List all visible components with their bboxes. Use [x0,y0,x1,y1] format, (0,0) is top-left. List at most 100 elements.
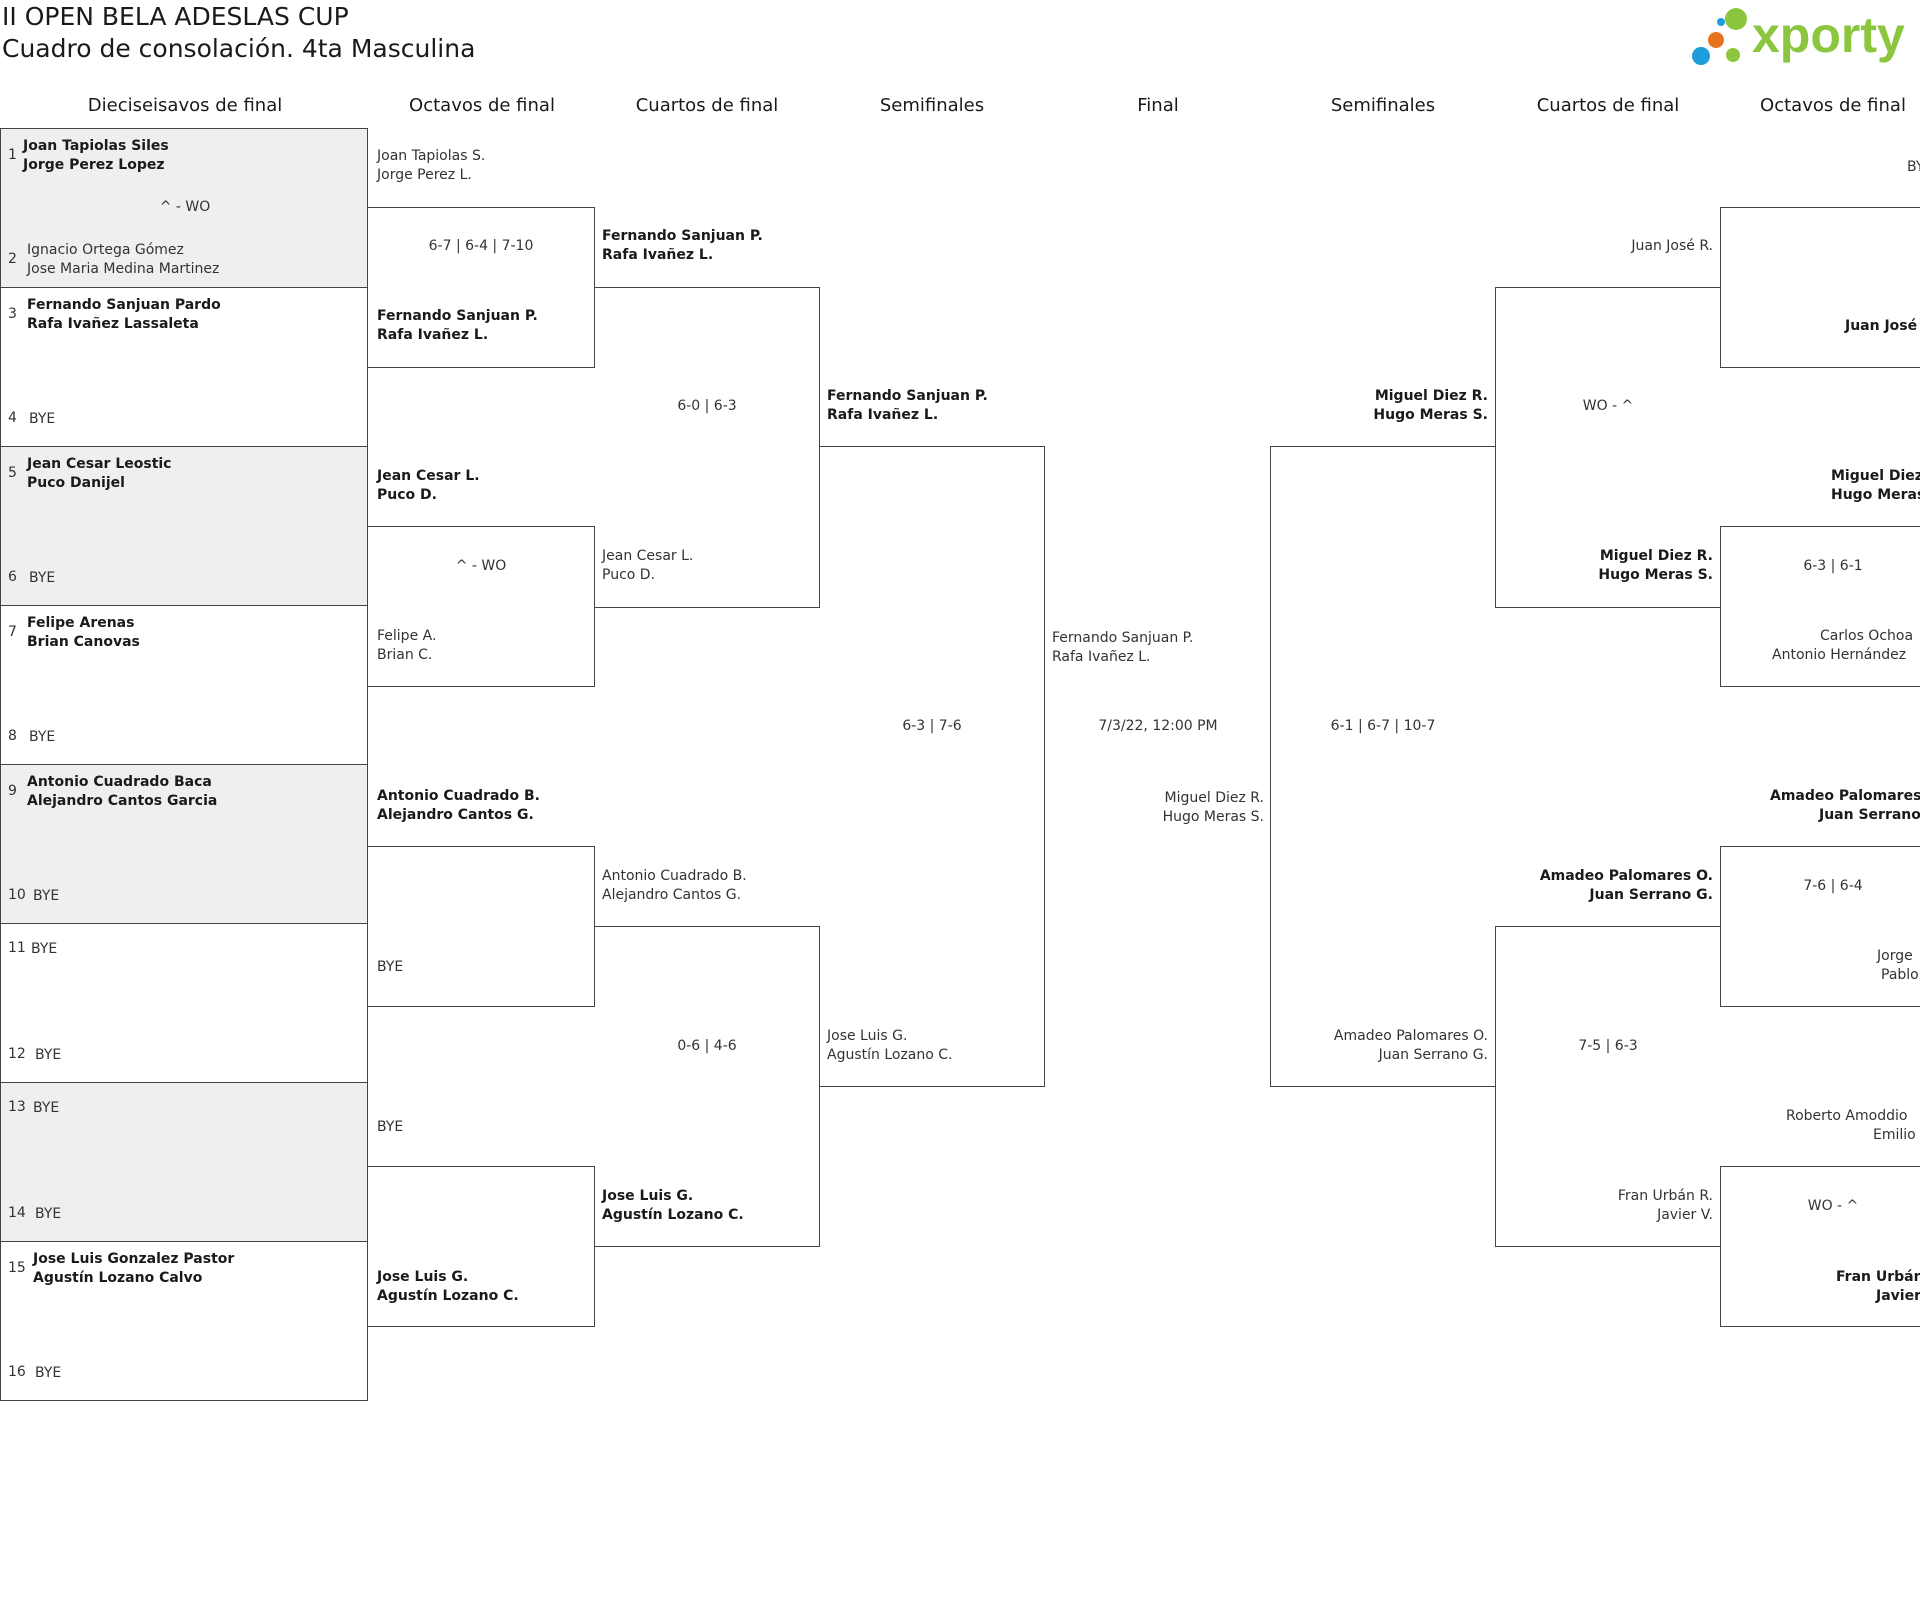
pair-name: Pablo [1881,967,1919,983]
seed-number: 14 [8,1205,26,1221]
pair-name: Jorge [1877,948,1913,964]
player-name: Agustín Lozano Calvo [33,1270,203,1286]
xporty-logo-graphic: xporty [1692,7,1905,65]
pair-name: Joan Tapiolas S. [377,148,486,164]
finalist-pair: Fernando Sanjuan P. [1052,630,1194,646]
player-name: Jean Cesar Leostic [27,456,172,472]
logo-dot-orange [1708,32,1724,48]
pair-name: BYE [1907,159,1920,175]
pair-name: Fran Urbán R. [1617,1188,1713,1204]
bracket-connector [1720,526,1920,687]
player-name: BYE [33,1100,60,1116]
draw-subtitle: Cuadro de consolación. 4ta Masculina [2,34,476,63]
seed-number: 15 [8,1260,26,1276]
bracket-connector [1720,846,1920,1007]
bracket-connector [368,526,595,687]
final-date: 7/3/22, 12:00 PM [1098,718,1218,734]
header-final: Final [1137,95,1179,116]
finalist-pair: Rafa Ivañez L. [1052,649,1151,665]
finalist-pair: Hugo Meras S. [1162,809,1264,825]
logo-text: xporty [1752,7,1905,63]
bracket-connector [1495,926,1721,1247]
logo-dot-green-small [1726,48,1740,62]
match-score: 7-5 | 6-3 [1578,1038,1638,1054]
match-score: 6-3 | 6-1 [1803,558,1863,574]
pair-name: Agustín Lozano C. [602,1207,744,1223]
seed-number: 4 [8,410,17,426]
player-name: Puco Danijel [27,475,125,491]
pair-name: Brian C. [377,647,433,663]
match-score: ^ - WO [455,558,507,574]
player-name: BYE [33,888,60,904]
player-name: Jorge Perez Lopez [23,157,165,173]
pair-name: Miguel Diez R. [1374,388,1488,404]
pair-name: Agustín Lozano C. [377,1288,519,1304]
pair-name: Antonio Cuadrado B. [602,868,747,884]
r32-match-8: 15 Jose Luis Gonzalez Pastor Agustín Loz… [0,1241,368,1401]
seed-number: 2 [8,251,17,267]
finalist-pair: Miguel Diez R. [1164,790,1264,806]
pair-name: Agustín Lozano C. [827,1047,953,1063]
player-name: BYE [29,729,56,745]
pair-name: Felipe A. [377,628,437,644]
pair-name: Rafa Ivañez L. [827,407,939,423]
pair-name: Miguel Diez R. [1599,548,1713,564]
pair-name: Fernando Sanjuan P. [602,228,763,244]
header-r32: Dieciseisavos de final [87,95,283,116]
r32-match-1: 1 Joan Tapiolas Siles Jorge Perez Lopez … [0,128,368,288]
pair-name: Alejandro Cantos G. [377,807,534,823]
pair-name: Emilio [1873,1127,1916,1143]
player-name: BYE [35,1365,62,1381]
header-r16-left: Octavos de final [409,95,555,116]
player-name: Antonio Cuadrado Baca [27,774,212,790]
pair-name: Juan José R. [1631,238,1713,254]
r32-match-2: 3 Fernando Sanjuan Pardo Rafa Ivañez Las… [0,287,368,447]
bracket-connector [368,846,595,1007]
seed-number: 12 [8,1046,26,1062]
pair-name: Juan José [1845,318,1918,334]
player-name: Joan Tapiolas Siles [23,138,169,154]
pair-name: Amadeo Palomares [1770,788,1920,804]
pair-name: Javier V. [1657,1207,1713,1223]
header-sf-left: Semifinales [879,95,985,116]
player-name: Alejandro Cantos Garcia [27,793,218,809]
pair-name: Jean Cesar L. [602,548,694,564]
pair-name: Jose Luis G. [377,1269,469,1285]
seed-number: 8 [8,728,17,744]
pair-name: Juan Serrano G. [1378,1047,1488,1063]
pair-name: Javier [1876,1288,1920,1304]
pair-name: Jean Cesar L. [377,468,480,484]
match-score: ^ - WO [159,199,211,215]
match-score: 6-3 | 7-6 [902,718,962,734]
pair-name: Rafa Ivañez L. [377,327,489,343]
seed-number: 7 [8,624,17,640]
player-name: Fernando Sanjuan Pardo [27,297,221,313]
pair-name: Puco D. [377,487,437,503]
logo-dot-blue [1692,47,1710,65]
match-score: 6-0 | 6-3 [677,398,737,414]
pair-name: Fernando Sanjuan P. [827,388,988,404]
player-name: Brian Canovas [27,634,140,650]
bracket-connector [1270,446,1496,1087]
pair-name: BYE [377,1119,404,1135]
header-qf-right: Cuartos de final [1536,95,1680,116]
pair-name: Amadeo Palomares O. [1333,1028,1488,1044]
tournament-title: II OPEN BELA ADESLAS CUP [2,2,349,31]
r32-match-7: 13 BYE 14 BYE [0,1082,368,1242]
pair-name: Miguel Diez [1831,468,1920,484]
player-name: BYE [35,1206,62,1222]
match-score: 7-6 | 6-4 [1803,878,1863,894]
pair-name: Jorge Perez L. [377,167,472,183]
seed-number: 16 [8,1364,26,1380]
player-name: Ignacio Ortega Gómez [27,242,184,258]
player-name: BYE [31,941,58,957]
pair-name: Jose Luis G. [602,1188,694,1204]
r32-match-5: 9 Antonio Cuadrado Baca Alejandro Cantos… [0,764,368,924]
bracket-connector [1720,1166,1920,1327]
bracket-connector [1495,287,1721,608]
pair-name: Puco D. [602,567,656,583]
pair-name: Fernando Sanjuan P. [377,308,538,324]
r32-match-3: 5 Jean Cesar Leostic Puco Danijel 6 BYE [0,446,368,606]
logo-dot-green [1725,8,1747,30]
pair-name: Hugo Meras S. [1598,567,1713,583]
